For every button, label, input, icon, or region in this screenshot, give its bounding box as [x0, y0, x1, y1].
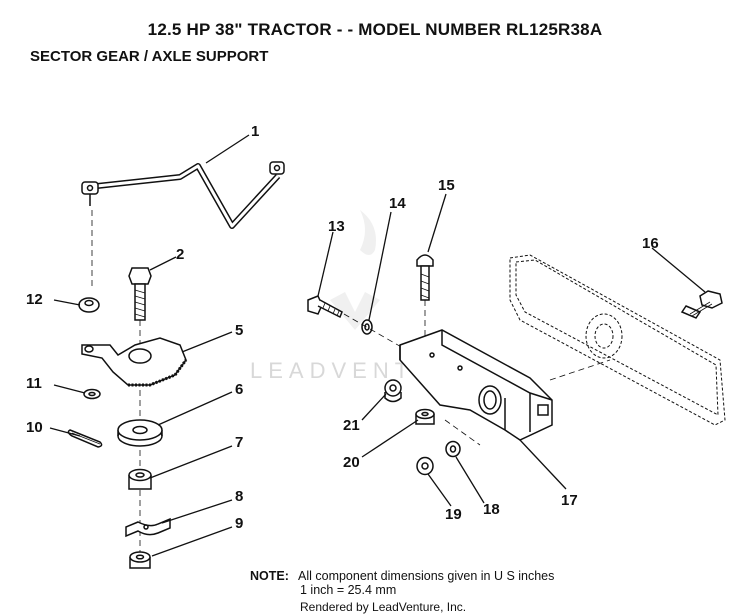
callout-18: 18	[483, 501, 500, 518]
callout-1: 1	[251, 123, 259, 140]
nut-20	[415, 408, 435, 425]
callout-16: 16	[642, 235, 659, 252]
bracket-8	[125, 517, 171, 538]
watermark-logo	[330, 210, 380, 330]
lock-nut-12	[78, 297, 100, 313]
drag-link	[81, 161, 285, 229]
callout-15: 15	[438, 177, 455, 194]
cotter-pin-10	[67, 429, 103, 448]
nut-19	[416, 456, 434, 476]
nut-9	[129, 551, 151, 569]
leader-lines	[49, 134, 706, 557]
frame-outline	[509, 254, 726, 426]
callout-2: 2	[176, 246, 184, 263]
section-subtitle: SECTOR GEAR / AXLE SUPPORT	[30, 48, 269, 65]
nut-7	[128, 468, 152, 490]
callout-21: 21	[343, 417, 360, 434]
note-line-2: 1 inch = 25.4 mm	[300, 583, 397, 597]
callout-20: 20	[343, 454, 360, 471]
callout-9: 9	[235, 515, 243, 532]
callout-12: 12	[26, 291, 43, 308]
callout-8: 8	[235, 488, 243, 505]
callout-11: 11	[26, 375, 42, 392]
bolt-2	[128, 267, 152, 321]
callout-17: 17	[561, 492, 578, 509]
callout-7: 7	[235, 434, 243, 451]
callout-13: 13	[328, 218, 345, 235]
callout-6: 6	[235, 381, 243, 398]
callout-19: 19	[445, 506, 462, 523]
bolt-16	[680, 290, 723, 319]
sector-gear	[81, 337, 188, 387]
page-title: 12.5 HP 38" TRACTOR - - MODEL NUMBER RL1…	[147, 20, 603, 39]
rendered-by-footer: Rendered by LeadVenture, Inc.	[300, 600, 467, 614]
bolt-13	[307, 295, 343, 319]
nut-21	[384, 379, 402, 403]
axle-support-17	[399, 329, 553, 441]
carriage-bolt-15	[416, 254, 434, 301]
washer-14	[361, 319, 373, 335]
washer-11	[83, 388, 101, 400]
callout-10: 10	[26, 419, 43, 436]
washer-18	[445, 440, 461, 458]
dimension-note: NOTE: All component dimensions given in U…	[250, 569, 554, 597]
note-line-1: All component dimensions given in U S in…	[298, 569, 555, 583]
callout-14: 14	[389, 195, 406, 212]
callout-5: 5	[235, 322, 243, 339]
note-label: NOTE:	[250, 569, 289, 583]
bushing-6	[117, 419, 163, 447]
